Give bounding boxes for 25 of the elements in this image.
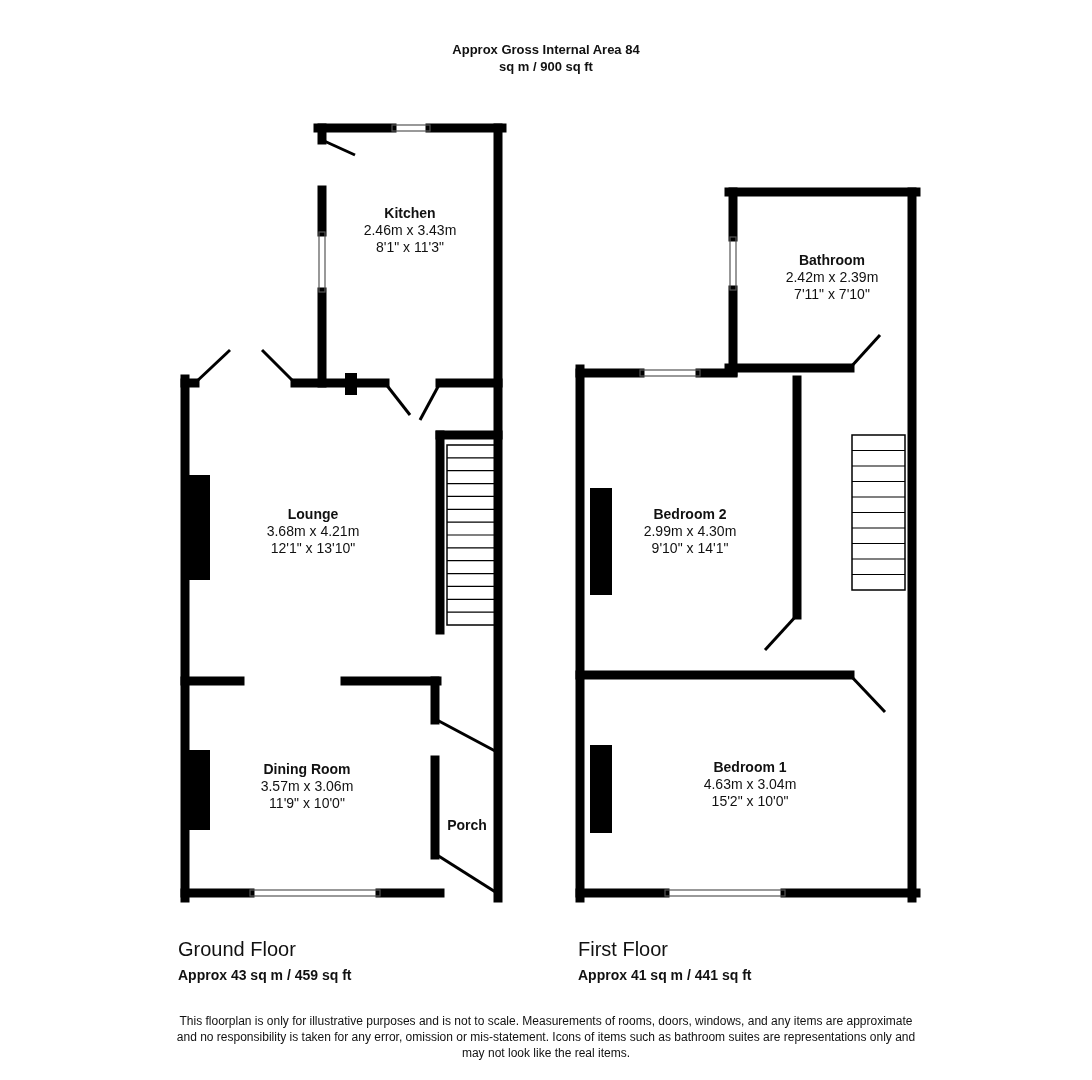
room-dimensions: 4.63m x 3.04m xyxy=(703,776,797,793)
room-name: Bedroom 1 xyxy=(712,759,788,776)
floor-area: Approx 43 sq m / 459 sq ft xyxy=(178,967,352,983)
disclaimer-note: This floorplan is only for illustrative purposes and is not to scale. Measurements of rooms, doors, windows, and any items are approximate and no responsibility is taken for any error, omission or mis-statement. Icons of items such as bathroom suites are representations only and may not look like the real items. xyxy=(176,1013,916,1061)
room-name: Bathroom xyxy=(797,252,867,269)
room-dimensions: 2.46m x 3.43m xyxy=(363,222,457,239)
room-name: Kitchen xyxy=(383,205,437,222)
room-dimensions: 11'9" x 10'0" xyxy=(268,795,346,812)
room-name: Dining Room xyxy=(262,761,352,778)
room-dimensions: 12'1" x 13'10" xyxy=(269,540,357,557)
room-dimensions: 2.42m x 2.39m xyxy=(785,269,879,286)
room-dimensions: 9'10" x 14'1" xyxy=(650,540,730,557)
room-name: Bedroom 2 xyxy=(652,506,728,523)
room-dimensions: 3.68m x 4.21m xyxy=(266,523,360,540)
room-dimensions: 15'2" x 10'0" xyxy=(710,793,790,810)
room-name: Lounge xyxy=(286,506,340,523)
floor-area: Approx 41 sq m / 441 sq ft xyxy=(578,967,752,983)
room-dimensions: 8'1" x 11'3" xyxy=(375,239,445,256)
room-name: Porch xyxy=(447,817,487,834)
area-heading: Approx Gross Internal Area 84 sq m / 900 sq ft xyxy=(451,41,641,75)
floor-name: Ground Floor xyxy=(178,938,296,961)
room-dimensions: 2.99m x 4.30m xyxy=(643,523,737,540)
room-dimensions: 7'11" x 7'10" xyxy=(793,286,871,303)
floor-name: First Floor xyxy=(578,938,668,961)
room-dimensions: 3.57m x 3.06m xyxy=(260,778,354,795)
